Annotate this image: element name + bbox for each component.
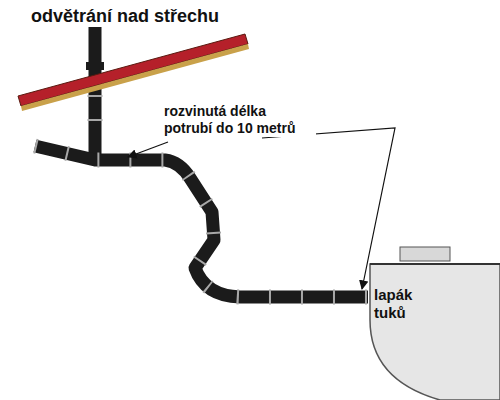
- diagram-title: odvětrání nad střechu: [28, 6, 222, 27]
- roof-flashing: [86, 62, 104, 70]
- grease-trap: lapák tuků: [374, 286, 446, 322]
- roof: [18, 34, 248, 106]
- drain-pipe: [35, 146, 368, 297]
- leader-line: [128, 142, 168, 157]
- trap-lid: [400, 247, 450, 261]
- node-text: lapák tuků: [374, 286, 446, 322]
- leader-line: [262, 128, 395, 289]
- roof-edge: [21, 44, 249, 111]
- callout-label: rozvinutá délka potrubí do 10 metrů: [162, 103, 316, 137]
- trap-top: [370, 263, 500, 265]
- vent-couplings: [88, 95, 103, 140]
- pipe-couplings: [35, 146, 368, 297]
- grease-trap-body: [370, 264, 500, 400]
